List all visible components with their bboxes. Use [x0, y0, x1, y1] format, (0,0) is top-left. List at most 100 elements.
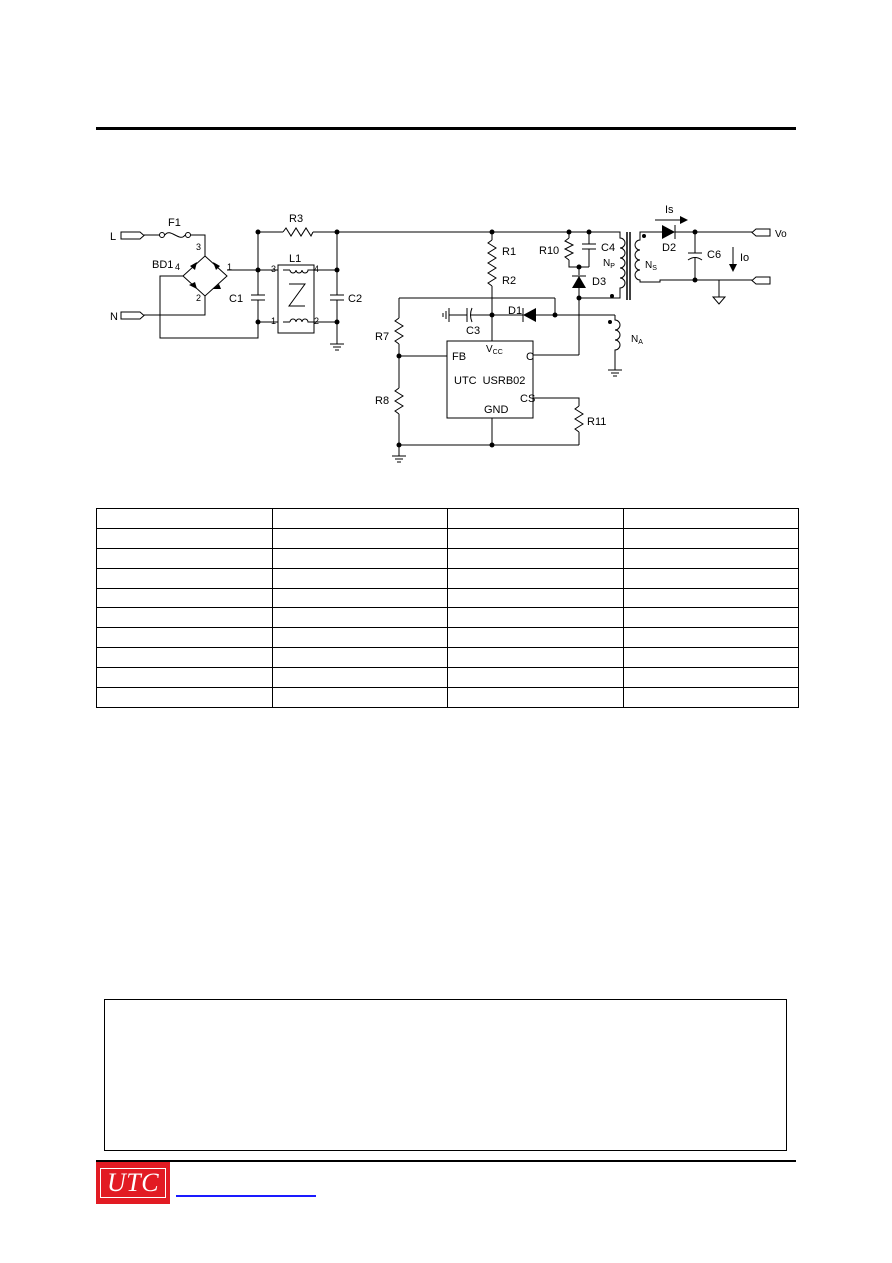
c6-capacitor-icon: [687, 252, 703, 261]
table-row: [96, 527, 799, 549]
ground-icon-ic: [392, 455, 406, 463]
c6-label: C6: [707, 249, 721, 261]
d1-diode-icon: [522, 308, 536, 322]
r3-label: R3: [289, 213, 303, 225]
bill-of-materials-table: [96, 508, 799, 708]
is-current-arrow-icon: [655, 216, 688, 224]
bd1-pin-1: 1: [227, 262, 232, 272]
transformer-core-icon: [626, 232, 631, 300]
table-row: [96, 647, 799, 669]
r3-resistor-icon: [282, 227, 314, 238]
ground-icon-c3: [442, 308, 450, 322]
l1-pin-3: 3: [271, 264, 276, 274]
table-cell: [447, 587, 624, 609]
table-cell: [447, 627, 624, 649]
table-cell: [271, 567, 448, 589]
table-cell: [271, 627, 448, 649]
aux-winding-icon: [608, 315, 621, 370]
terminal-n-label: N: [110, 311, 118, 323]
c3-capacitor-icon: [466, 307, 473, 323]
l1-pin-4: 4: [314, 264, 319, 274]
terminal-return-icon: [751, 276, 771, 285]
r1-label: R1: [502, 246, 516, 258]
table-cell: [271, 647, 448, 669]
table-cell: [447, 647, 624, 669]
r8-label: R8: [375, 395, 389, 407]
application-circuit-schematic: L N F1 BD1 3 1 4 2 R3 C1: [110, 204, 787, 463]
np-label: NP: [603, 258, 615, 270]
table-cell: [271, 587, 448, 609]
ground-icon-aux: [608, 369, 622, 377]
c3-label: C3: [466, 325, 480, 337]
table-cell: [622, 587, 799, 609]
table-cell: [96, 687, 273, 708]
c1-capacitor-icon: [251, 294, 265, 301]
table-cell: [447, 567, 624, 589]
is-label: Is: [665, 204, 674, 216]
table-row: [96, 687, 799, 708]
table-cell: [96, 607, 273, 629]
bd1-pin-4: 4: [175, 262, 180, 272]
table-cell: [447, 508, 624, 529]
table-cell: [271, 607, 448, 629]
table-cell: [271, 527, 448, 549]
header-rule: [96, 127, 796, 130]
table-cell: [622, 567, 799, 589]
f1-label: F1: [168, 217, 181, 229]
r1-r2-resistor-icon: [487, 239, 497, 287]
table-cell: [622, 627, 799, 649]
r8-resistor-icon: [394, 387, 404, 415]
table-cell: [447, 547, 624, 569]
bridge-rectifier-icon: [182, 255, 228, 297]
r7-resistor-icon: [394, 317, 404, 345]
table-cell: [96, 627, 273, 649]
table-cell: [622, 508, 799, 529]
d3-diode-icon: [572, 275, 586, 288]
table-cell: [622, 547, 799, 569]
io-current-arrow-icon: [729, 247, 737, 272]
table-cell: [622, 527, 799, 549]
table-row: [96, 587, 799, 609]
table-cell: [271, 508, 448, 529]
table-cell: [447, 607, 624, 629]
terminal-l-icon: [120, 231, 145, 240]
table-cell: [96, 647, 273, 669]
table-cell: [447, 667, 624, 689]
bd1-pin-2: 2: [196, 293, 201, 303]
table-cell: [271, 667, 448, 689]
ns-label: NS: [645, 260, 657, 272]
table-cell: [96, 508, 273, 529]
ic-gnd-pin: GND: [484, 404, 509, 416]
c4-label: C4: [601, 242, 615, 254]
table-cell: [622, 647, 799, 669]
bd1-label: BD1: [152, 259, 173, 271]
footer-rule: [96, 1160, 796, 1162]
table-row: [96, 508, 799, 529]
d1-label: D1: [508, 305, 522, 317]
l1-pin-2: 2: [314, 316, 319, 326]
table-cell: [96, 667, 273, 689]
usrb02-ic-icon: [446, 340, 534, 419]
table-cell: [447, 687, 624, 708]
table-row: [96, 607, 799, 629]
table-row: [96, 627, 799, 649]
c1-label: C1: [229, 293, 243, 305]
table-cell: [447, 527, 624, 549]
table-cell: [622, 607, 799, 629]
terminal-vo-label: Vo: [775, 229, 787, 240]
ground-icon-primary: [330, 343, 344, 351]
ic-fb-pin: FB: [452, 351, 466, 363]
io-label: Io: [740, 252, 749, 264]
ic-vcc-pin: VCC: [486, 344, 503, 356]
table-cell: [271, 687, 448, 708]
l1-label: L1: [289, 253, 301, 265]
table-cell: [622, 667, 799, 689]
terminal-n-icon: [120, 311, 145, 320]
l1-pin-1: 1: [271, 316, 276, 326]
table-cell: [96, 527, 273, 549]
transformer-secondary-icon: [634, 231, 646, 283]
fuse-icon: [159, 232, 191, 238]
r11-resistor-icon: [574, 405, 584, 433]
website-link[interactable]: [176, 1195, 316, 1197]
